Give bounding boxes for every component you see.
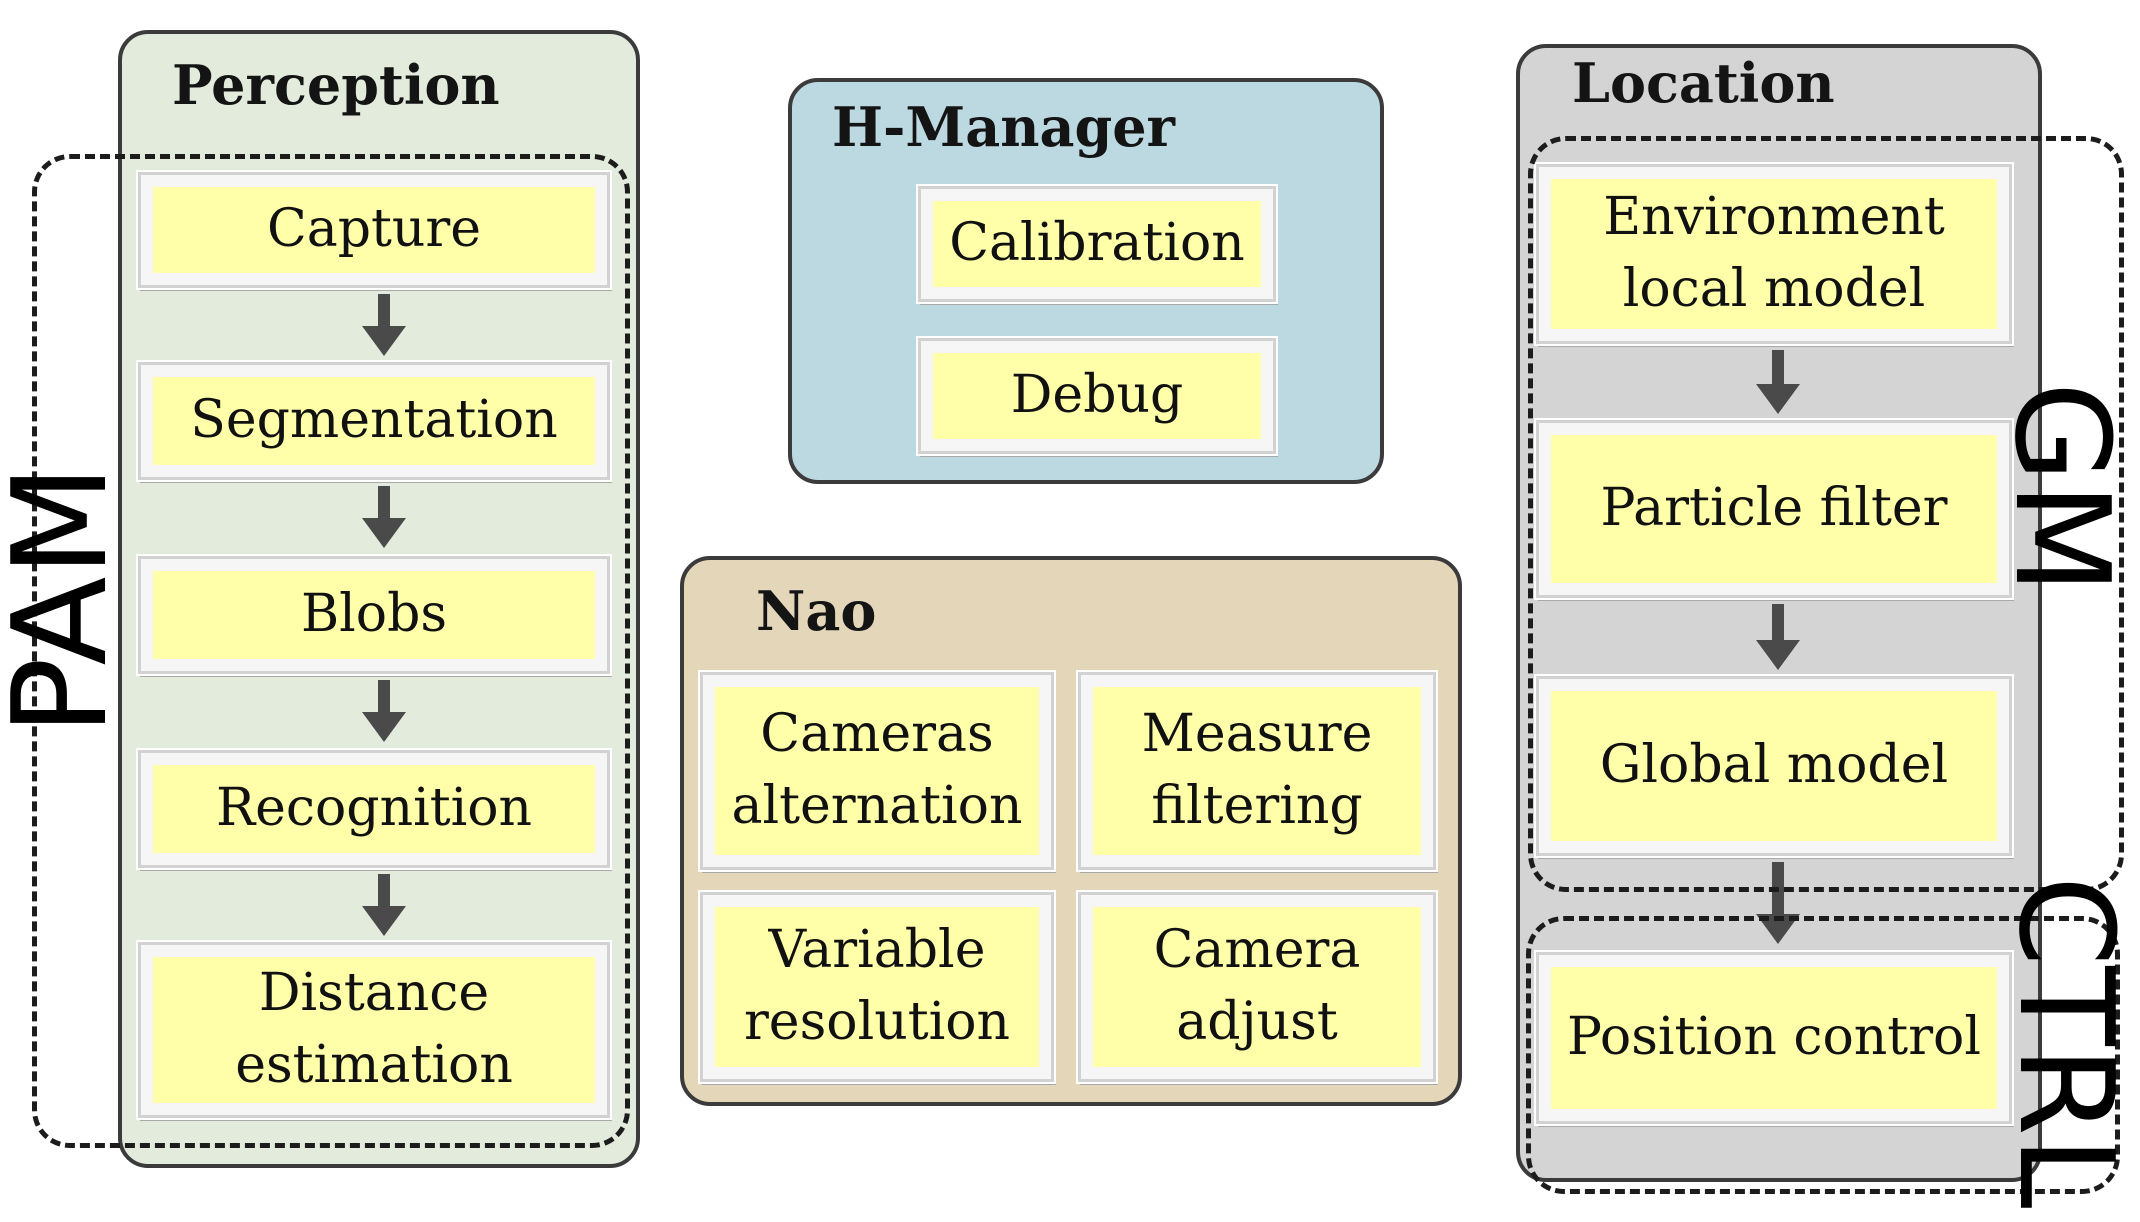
arrow-environment-to-particle — [1756, 350, 1800, 414]
measure-filtering-label: Measure filtering — [1093, 687, 1421, 855]
arrow-segmentation-to-blobs — [362, 486, 406, 548]
particle-filter-label: Particle filter — [1551, 435, 1997, 583]
perception-step-segmentation: Segmentation — [138, 362, 610, 480]
blobs-label: Blobs — [153, 571, 595, 659]
location-title: Location — [1572, 51, 1835, 115]
arrow-particle-to-global — [1756, 604, 1800, 670]
capture-label: Capture — [153, 187, 595, 273]
perception-step-blobs: Blobs — [138, 556, 610, 674]
environment-local-model-label: Environment local model — [1551, 179, 1997, 329]
pam-label: PAM — [0, 464, 136, 736]
location-step-global-model: Global model — [1536, 676, 2012, 856]
location-step-particle-filter: Particle filter — [1536, 420, 2012, 598]
gm-group-outline — [1528, 136, 2124, 892]
nao-item-variable-resolution: Variable resolution — [700, 892, 1054, 1082]
camera-adjust-label: Camera adjust — [1093, 907, 1421, 1067]
nao-item-camera-adjust: Camera adjust — [1078, 892, 1436, 1082]
cameras-alternation-label: Cameras alternation — [715, 687, 1039, 855]
recognition-label: Recognition — [153, 765, 595, 853]
nao-item-measure-filtering: Measure filtering — [1078, 672, 1436, 870]
hmanager-item-calibration: Calibration — [918, 186, 1276, 302]
nao-item-cameras-alternation: Cameras alternation — [700, 672, 1054, 870]
pam-group-outline — [32, 154, 630, 1148]
variable-resolution-label: Variable resolution — [715, 907, 1039, 1067]
hmanager-title: H-Manager — [832, 95, 1176, 159]
arrow-capture-to-segmentation — [362, 294, 406, 356]
hmanager-item-debug: Debug — [918, 338, 1276, 454]
debug-label: Debug — [933, 353, 1261, 439]
perception-step-recognition: Recognition — [138, 750, 610, 868]
arrow-recognition-to-distance — [362, 874, 406, 936]
perception-step-capture: Capture — [138, 172, 610, 288]
arrow-blobs-to-recognition — [362, 680, 406, 742]
global-model-label: Global model — [1551, 691, 1997, 841]
segmentation-label: Segmentation — [153, 377, 595, 465]
ctrl-group-outline — [1526, 916, 2120, 1194]
location-step-environment-local-model: Environment local model — [1536, 164, 2012, 344]
perception-step-distance-estimation: Distance estimation — [138, 942, 610, 1118]
distance-estimation-label: Distance estimation — [153, 957, 595, 1103]
ctrl-label: CTRL — [1990, 875, 2140, 1209]
location-step-position-control: Position control — [1536, 952, 2012, 1124]
position-control-label: Position control — [1551, 967, 1997, 1109]
calibration-label: Calibration — [933, 201, 1261, 287]
perception-title: Perception — [172, 53, 500, 117]
nao-title: Nao — [756, 579, 877, 643]
gm-label: GM — [1986, 381, 2138, 595]
